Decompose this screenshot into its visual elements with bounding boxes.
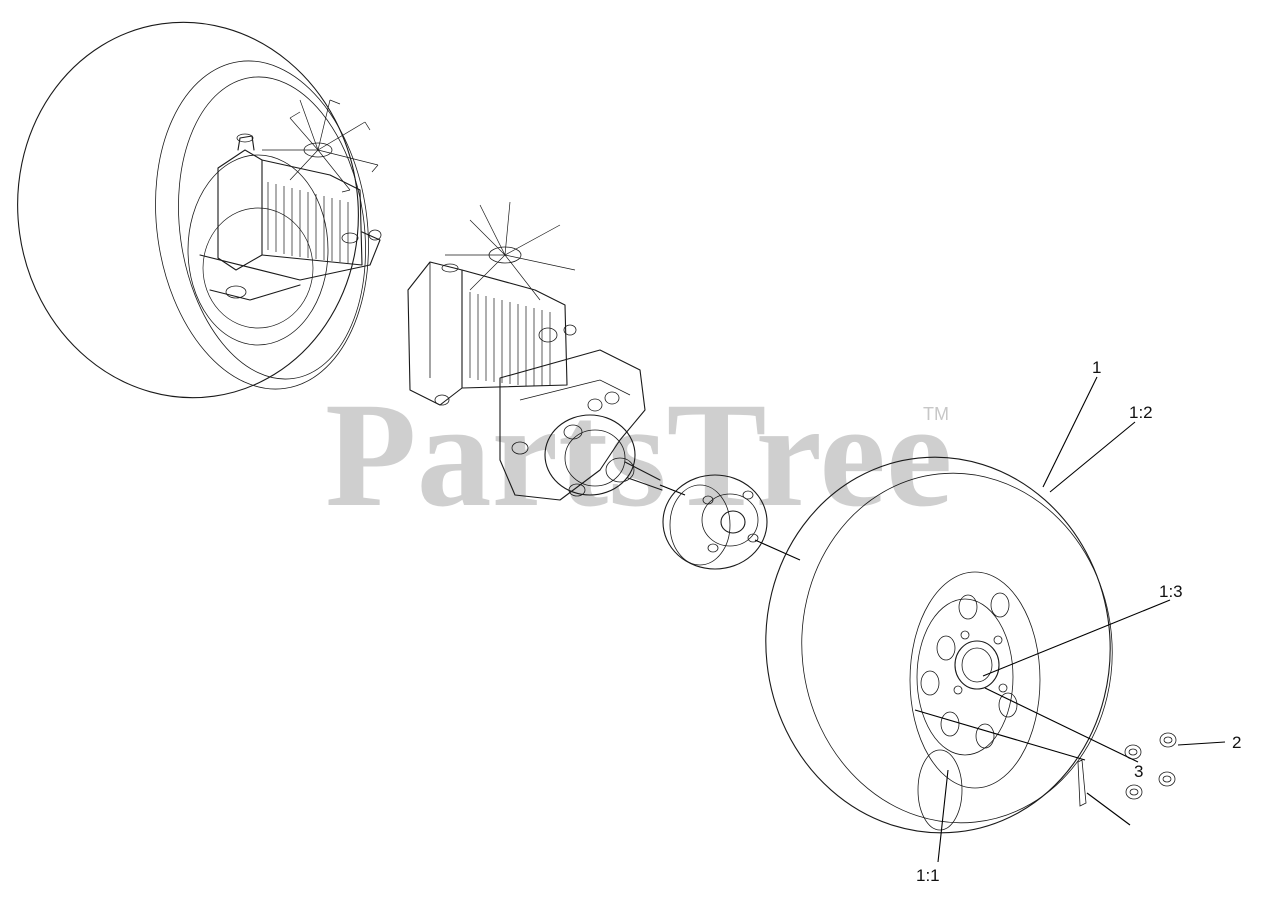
tire-icon	[17, 21, 369, 399]
callout-2: 2	[1232, 733, 1241, 752]
valve-stem-icon	[1077, 759, 1087, 807]
leader-lines	[914, 376, 1226, 863]
callout-1-3: 1:3	[1159, 582, 1183, 601]
callout-3: 3	[1134, 762, 1143, 781]
callout-labels: 1 1:2 1:3 2 3 1:1	[916, 358, 1241, 885]
lug-nut-icon	[1124, 732, 1177, 800]
transaxle-icon	[199, 99, 382, 301]
watermark-text: PartsTree	[325, 372, 952, 538]
wheel-hub-icon	[662, 474, 801, 570]
cooling-fan-icon	[262, 99, 379, 193]
callout-1-1: 1:1	[916, 866, 940, 885]
callout-1: 1	[1092, 358, 1101, 377]
watermark-trademark: TM	[923, 404, 949, 424]
tire-icon	[765, 456, 1113, 834]
cooling-fan-icon	[445, 201, 576, 301]
right-wheel-assembly	[765, 456, 1113, 834]
watermark: PartsTree TM	[325, 372, 952, 538]
transaxle-icon	[407, 201, 686, 501]
left-wheel-assembly	[17, 21, 382, 399]
callout-1-2: 1:2	[1129, 403, 1153, 422]
